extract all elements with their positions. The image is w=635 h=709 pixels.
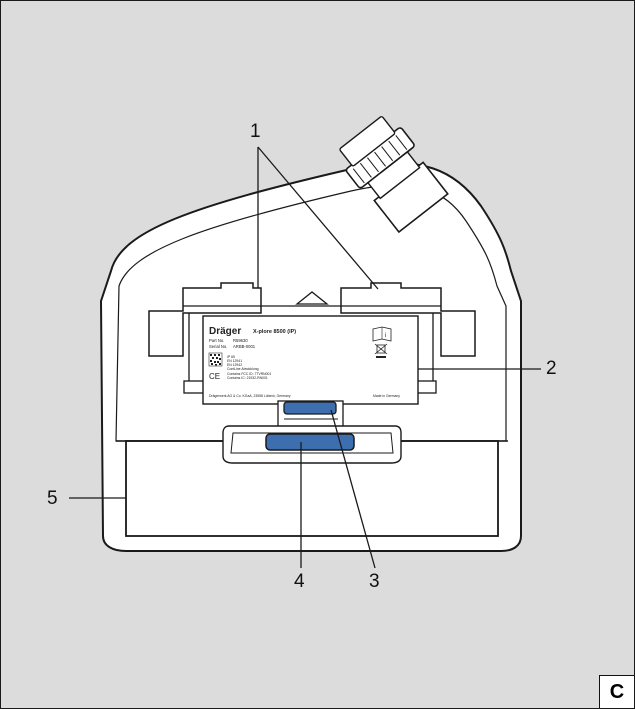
- plate-made-in: Made in Germany: [373, 394, 400, 398]
- plate-spec-6: Contains IC: 21932-RN001: [227, 376, 268, 380]
- plate-spec-5: Contains FCC ID: 7TVRN001: [227, 372, 271, 376]
- plate-brand: Dräger: [209, 326, 241, 337]
- callout-4: 4: [294, 571, 305, 592]
- plate-spec-1: IP 65: [227, 355, 235, 359]
- callout-2: 2: [546, 358, 557, 379]
- plate-spec-2: EN 12941: [227, 359, 242, 363]
- plate-manufacturer: Drägerwerk AG & Co. KGaA, 23558 Lübeck, …: [209, 394, 291, 398]
- plate-serial-no-value: ARBB-0001: [233, 344, 256, 349]
- left-foot: [183, 380, 205, 394]
- plate-spec-4: ContLine Abwicklung: [227, 367, 259, 371]
- upper-release-latch: [283, 401, 337, 415]
- plate-serial-no-label: Serial No.: [209, 344, 227, 349]
- datamatrix-code: [208, 352, 223, 367]
- plate-part-no-label: Part No.: [209, 338, 224, 343]
- leader-lines: [69, 146, 541, 569]
- right-foot: [415, 380, 437, 394]
- right-belt-slot: [340, 282, 476, 357]
- battery-release-latch: [265, 433, 355, 451]
- plate-model: X-plore 8500 (IP): [253, 329, 296, 335]
- callout-5: 5: [47, 488, 58, 509]
- figure-corner-label: C: [599, 675, 634, 708]
- manual-symbol-icon: i: [372, 326, 392, 342]
- weee-bin-icon: [374, 343, 388, 358]
- arrow-marker: [295, 291, 329, 305]
- plate-spec-3: EN 12942: [227, 363, 242, 367]
- callout-3: 3: [369, 571, 380, 592]
- svg-text:i: i: [385, 333, 386, 339]
- callout-1: 1: [250, 121, 261, 142]
- hose-connector: [339, 116, 449, 234]
- left-belt-slot: [148, 282, 262, 357]
- plate-ce-mark: CE: [209, 372, 220, 381]
- plate-part-no-value: R59630: [233, 338, 248, 343]
